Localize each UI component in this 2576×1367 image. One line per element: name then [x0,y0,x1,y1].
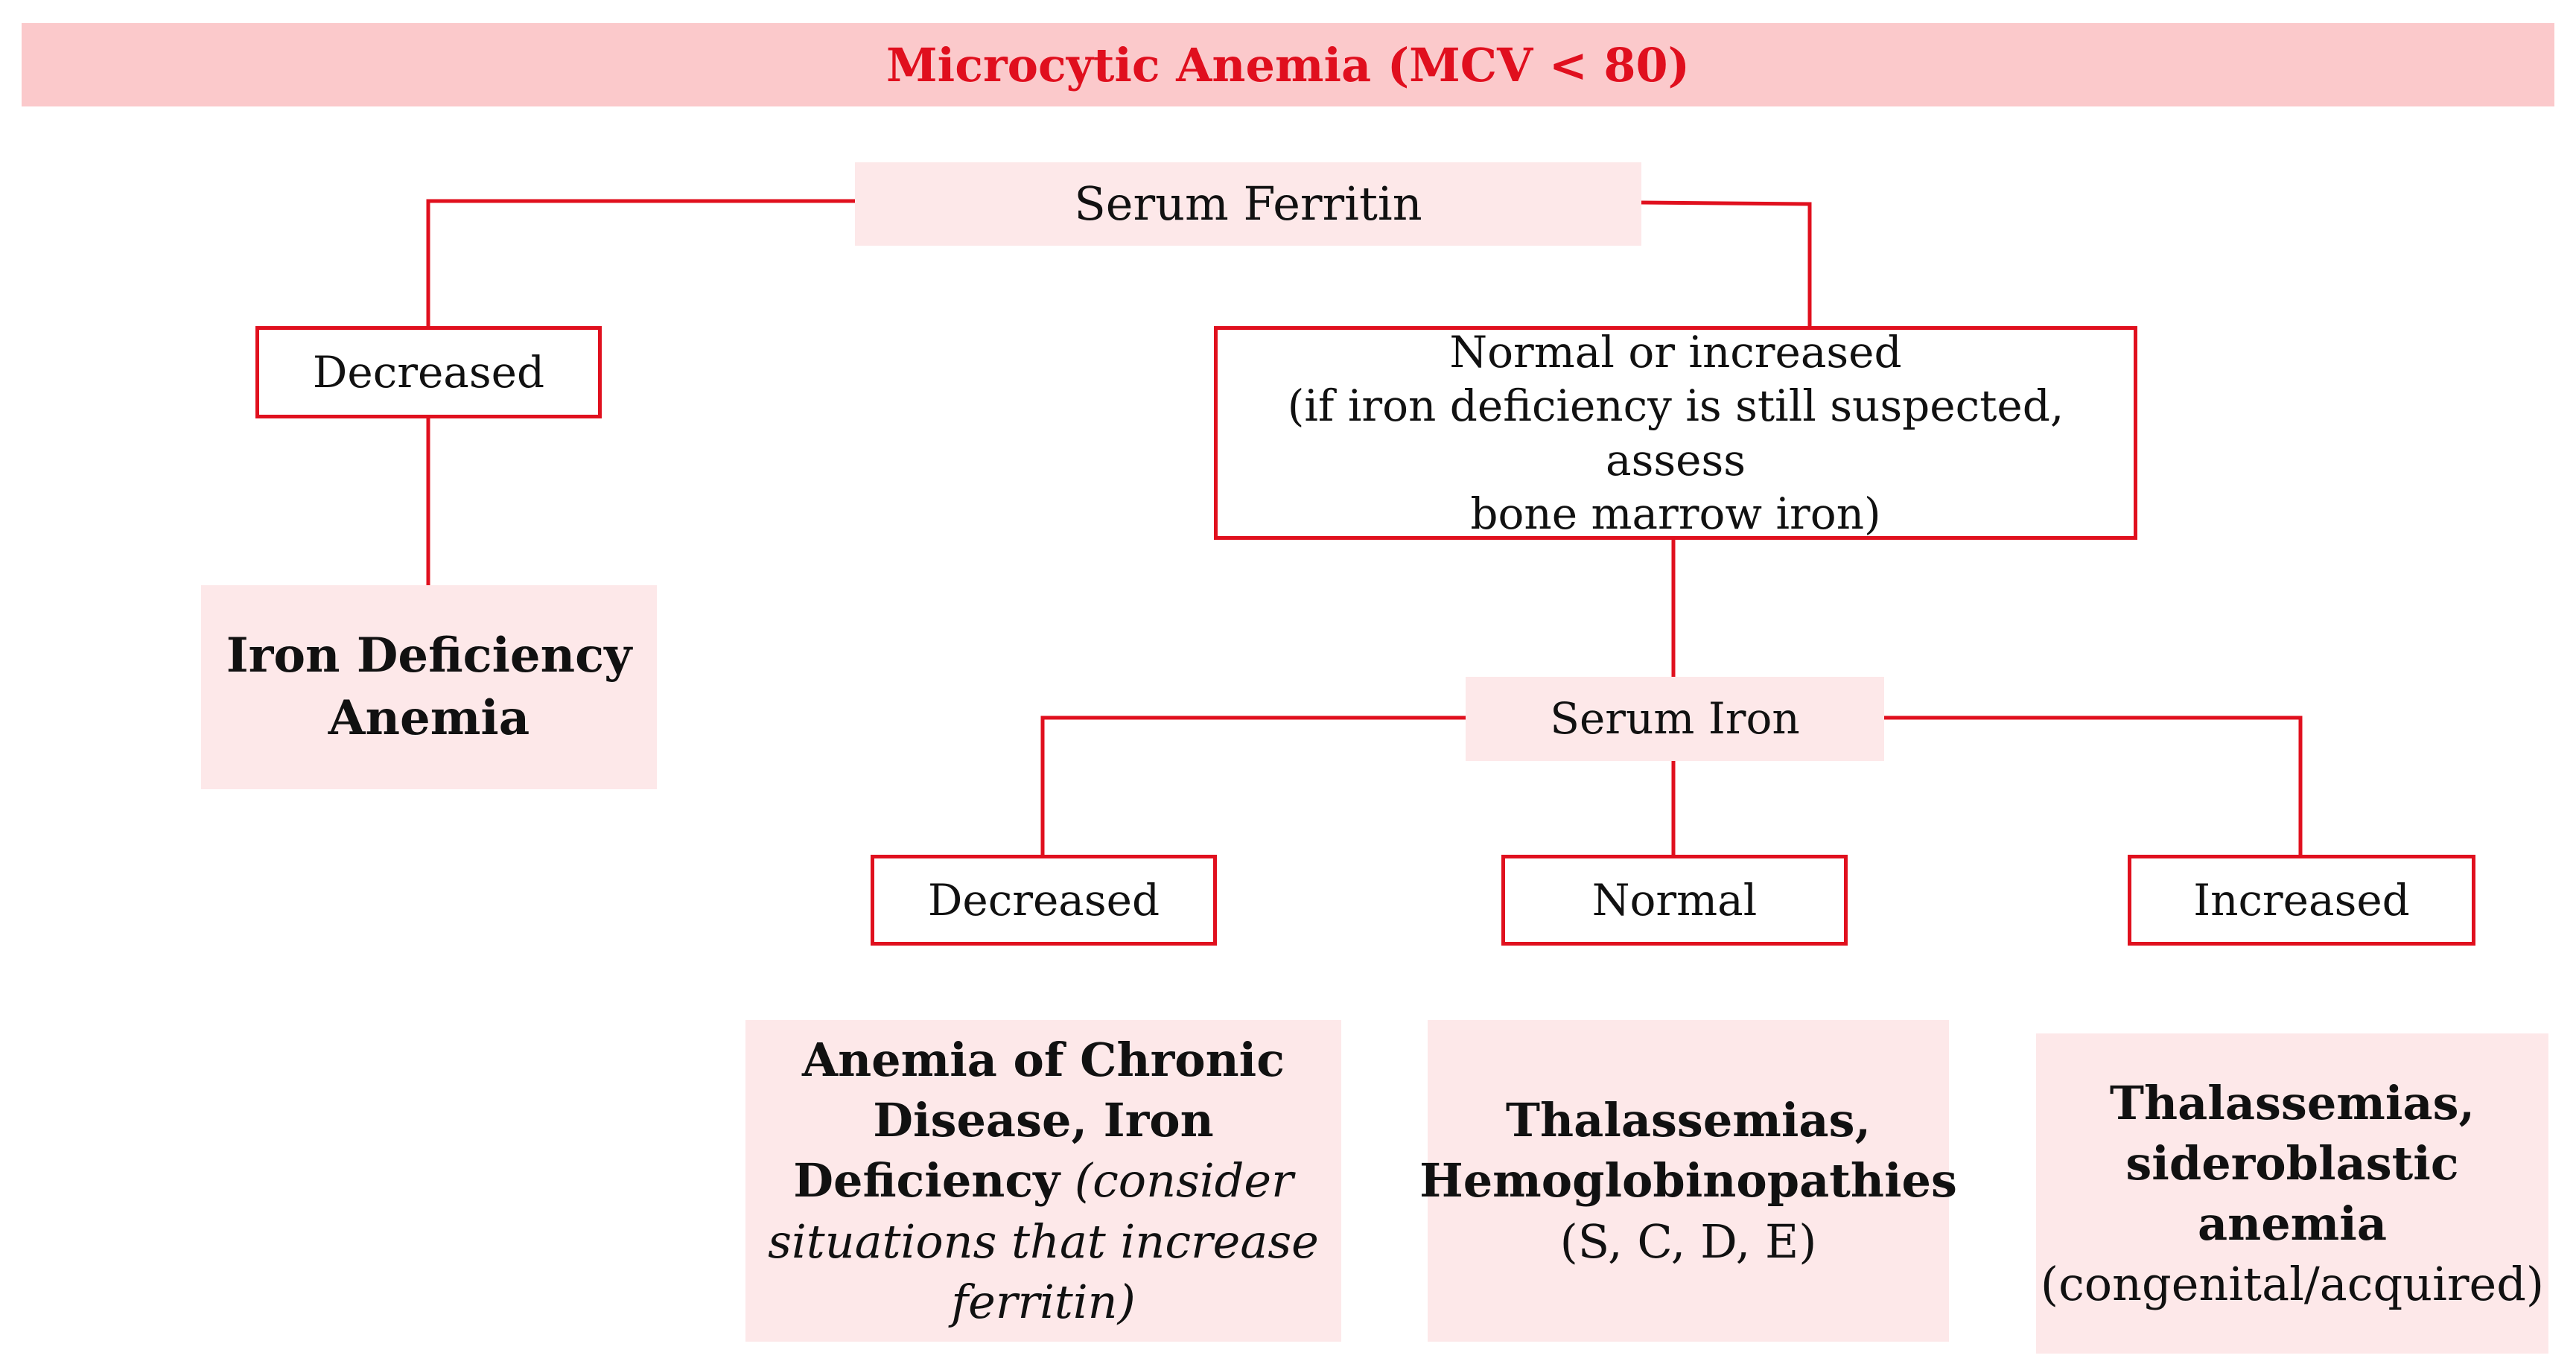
result-decreased-line5: ferritin) [951,1274,1136,1329]
node-serum-iron-label: Serum Iron [1550,693,1800,745]
node-result-increased: Thalassemias, sideroblastic anemia (cong… [2036,1033,2548,1354]
result-increased-line2: sideroblastic anemia [2125,1135,2459,1251]
connector-ferritin-to-decreased [426,199,855,328]
diagram-title: Microcytic Anemia (MCV < 80) [886,37,1690,92]
result-decreased-line3-italic: (consider [1060,1153,1294,1208]
connector-ferritin-to-normal [1641,200,1812,328]
result-normal-line3: (S, C, D, E) [1559,1214,1817,1269]
result-normal-line2: Hemoglobinopathies [1419,1153,1957,1208]
node-ferritin-decreased-label: Decreased [312,346,545,398]
node-iron-decreased-label: Decreased [927,874,1160,925]
result-normal-line1: Thalassemias, [1505,1093,1871,1148]
result-increased-line1: Thalassemias, [2109,1075,2475,1130]
node-serum-iron: Serum Iron [1466,677,1884,761]
node-serum-ferritin: Serum Ferritin [855,162,1641,246]
node-result-decreased: Anemia of Chronic Disease, Iron Deficien… [745,1020,1341,1342]
node-iron-deficiency-anemia: Iron Deficiency Anemia [201,585,657,789]
result-decreased-line3-bold: Deficiency [793,1153,1060,1208]
node-ferritin-decreased: Decreased [255,326,602,418]
result-decreased-line2: Disease, Iron [873,1093,1214,1148]
node-iron-increased-label: Increased [2193,874,2410,925]
node-iron-normal: Normal [1501,855,1848,946]
result-decreased-line1: Anemia of Chronic [802,1032,1285,1087]
node-iron-decreased: Decreased [871,855,1217,946]
node-iron-increased: Increased [2128,855,2475,946]
node-result-normal: Thalassemias, Hemoglobinopathies (S, C, … [1419,1020,1957,1342]
ida-line1: Iron Deficiency [226,628,632,684]
connector-iron-to-decreased [1040,716,1466,855]
result-decreased-line4: situations that increase [768,1214,1319,1269]
node-normal-increased-line1: Normal or increased [1449,326,1902,377]
connector-iron-to-increased [1884,716,2303,855]
title-bar: Microcytic Anemia (MCV < 80) [22,23,2554,106]
result-increased-line3: (congenital/acquired) [2040,1257,2545,1312]
node-ferritin-normal-increased: Normal or increased (if iron deficiency … [1214,326,2137,540]
node-normal-increased-line2: (if iron deficiency is still suspected, … [1287,380,2064,485]
node-serum-ferritin-label: Serum Ferritin [1074,176,1422,232]
node-iron-normal-label: Normal [1591,874,1758,925]
node-normal-increased-line3: bone marrow iron) [1470,488,1881,539]
ida-line2: Anemia [328,690,530,746]
